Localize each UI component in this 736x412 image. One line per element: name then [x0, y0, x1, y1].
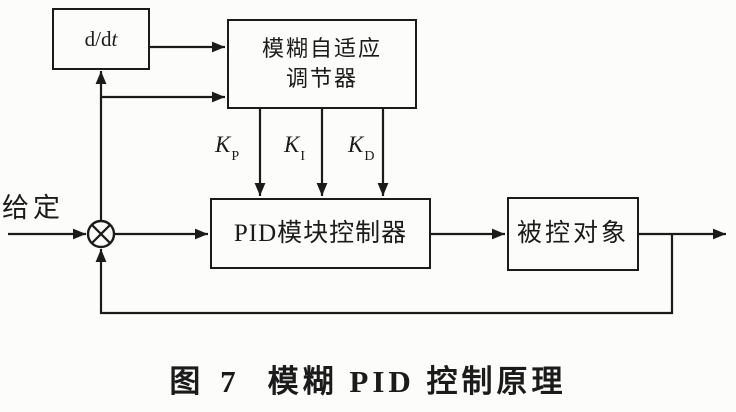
fuzzy-adaptive-regulator-block: 模糊自适应 调节器 [227, 19, 417, 109]
figure-caption: 图 7 模糊 PID 控制原理 [0, 356, 736, 401]
feedback-loop-arrow [95, 234, 674, 315]
controlled-object-block: 被控对象 [507, 197, 639, 271]
pid-controller-block: PID模块控制器 [210, 198, 431, 269]
gain-label-kd: KD [348, 132, 375, 164]
derivative-block: d/dt [52, 8, 150, 70]
setpoint-label: 给定 [2, 193, 64, 223]
derivative-block-label: d/dt [84, 26, 118, 51]
summing-junction-symbol [86, 219, 116, 249]
gain-label-kp: KP [215, 132, 240, 164]
pid-block-label: PID模块控制器 [233, 219, 408, 247]
plant-block-label: 被控对象 [516, 220, 629, 248]
gain-label-ki: KI [284, 132, 306, 164]
figure-title: 模糊 PID 控制原理 [267, 364, 567, 399]
figure-number: 图 7 [169, 364, 242, 399]
fuzzy-block-label-line2: 调节器 [285, 66, 358, 91]
fuzzy-block-label-line1: 模糊自适应 [261, 36, 382, 62]
